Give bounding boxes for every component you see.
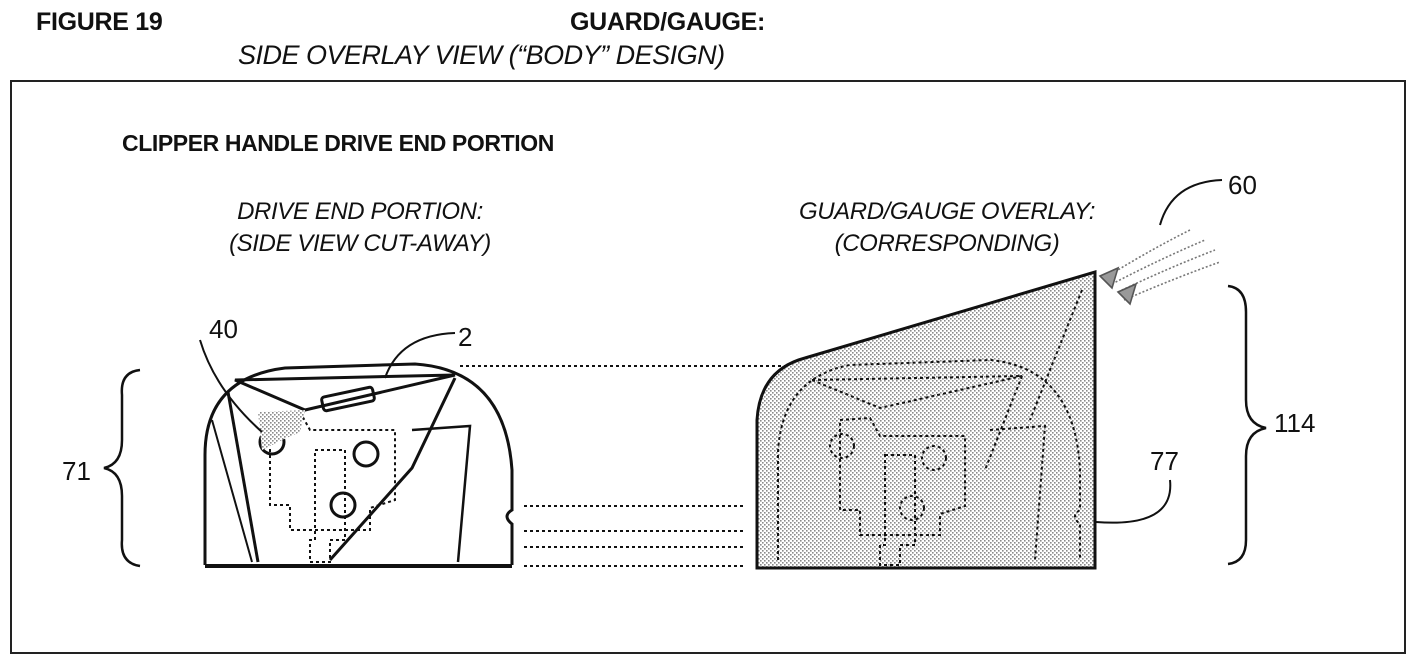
mechanism-dotted <box>269 410 396 563</box>
drive-end-portion-drawing <box>103 332 514 568</box>
ref-label-60: 60 <box>1228 170 1257 200</box>
right-caption-line-2: (CORRESPONDING) <box>834 230 1060 257</box>
leader-40 <box>199 339 263 433</box>
overlay-inner-dotted <box>777 289 1083 566</box>
airflow-arrows-60 <box>1098 229 1221 306</box>
left-caption-line-1: DRIVE END PORTION: <box>237 198 483 225</box>
ref-label-71: 71 <box>62 456 91 486</box>
left-caption-line-2: (SIDE VIEW CUT-AWAY) <box>229 230 491 257</box>
inner-wall-left-2 <box>211 419 253 563</box>
left-caption: DRIVE END PORTION: (SIDE VIEW CUT-AWAY) <box>190 196 530 260</box>
housing-outline <box>203 362 514 565</box>
drive-button <box>320 385 376 413</box>
ref-label-114: 114 <box>1274 408 1316 438</box>
roller-lower <box>329 491 357 519</box>
roller-upper <box>352 440 380 468</box>
leader-60 <box>1159 179 1223 226</box>
projection-lines <box>460 365 790 567</box>
inner-wall-left <box>226 391 260 563</box>
brace-71 <box>103 368 141 568</box>
overlay-body <box>755 269 1097 570</box>
ref-label-77: 77 <box>1150 446 1179 476</box>
figure-frame <box>10 80 1406 654</box>
figure-title: GUARD/GAUGE: <box>570 8 766 36</box>
leader-77 <box>1095 479 1172 524</box>
right-caption-line-1: GUARD/GAUGE OVERLAY: <box>798 198 1096 225</box>
ref-label-2: 2 <box>458 322 473 352</box>
brace-114 <box>1227 284 1267 566</box>
drive-plate <box>234 373 456 412</box>
ref-label-40: 40 <box>209 314 238 344</box>
right-caption: GUARD/GAUGE OVERLAY: (CORRESPONDING) <box>752 196 1142 260</box>
guard-gauge-overlay-drawing <box>755 179 1267 570</box>
figure-label: FIGURE 19 <box>36 8 163 36</box>
leader-2 <box>384 332 456 379</box>
figure-subtitle: SIDE OVERLAY VIEW (“BODY” DESIGN) <box>238 40 725 70</box>
inner-rear-panel <box>411 424 472 563</box>
stipple-band-left <box>258 410 305 450</box>
panel-title: CLIPPER HANDLE DRIVE END PORTION <box>122 130 554 156</box>
